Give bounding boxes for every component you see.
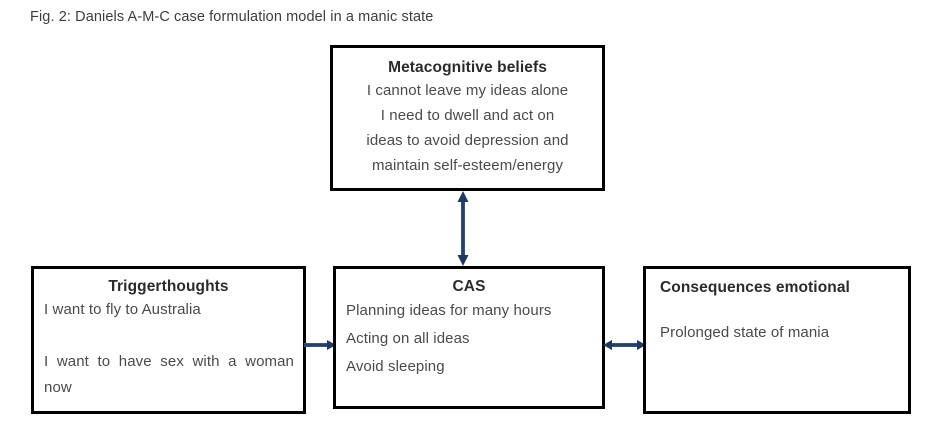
node-metacognitive-beliefs-title: Metacognitive beliefs xyxy=(388,59,547,76)
node-consequences-emotional: Consequences emotional Prolonged state o… xyxy=(643,266,911,414)
node-cas: CAS Planning ideas for many hours Acting… xyxy=(333,266,605,409)
arrow-cas-consequences-bidirectional xyxy=(603,340,646,350)
node-text-line: Avoid sleeping xyxy=(346,358,445,375)
node-text-line: Prolonged state of mania xyxy=(660,324,830,341)
node-cas-body: Planning ideas for many hours Acting on … xyxy=(336,297,602,381)
node-consequences-emotional-title: Consequences emotional xyxy=(660,279,850,296)
node-text-line: Planning ideas for many hours xyxy=(346,302,552,319)
node-text-line: I cannot leave my ideas alone xyxy=(366,82,569,99)
node-text-line: Acting on all ideas xyxy=(346,330,470,347)
node-text-line: I want to have sex with a woman now xyxy=(44,353,294,396)
node-metacognitive-beliefs-body: I cannot leave my ideas alone I need to … xyxy=(333,78,602,178)
node-text-line: maintain self-esteem/energy xyxy=(371,157,564,174)
node-trigger-thoughts-body: I want to fly to Australia I want to hav… xyxy=(34,297,303,401)
node-trigger-thoughts: Triggerthoughts I want to fly to Austral… xyxy=(31,266,306,414)
arrow-trigger-cas-forward xyxy=(304,340,336,350)
figure-caption: Fig. 2: Daniels A-M-C case formulation m… xyxy=(30,9,434,25)
node-trigger-thoughts-title: Triggerthoughts xyxy=(108,278,229,295)
node-text-line: ideas to avoid depression and xyxy=(366,132,569,149)
node-text-line: I need to dwell and act on xyxy=(380,107,555,124)
node-text-spacer xyxy=(44,323,294,349)
node-cas-title: CAS xyxy=(452,278,486,295)
node-text-line: I want to fly to Australia xyxy=(44,301,201,318)
node-consequences-emotional-body: Prolonged state of mania xyxy=(646,320,908,345)
node-metacognitive-beliefs: Metacognitive beliefs I cannot leave my … xyxy=(330,45,605,191)
arrow-metacognitive-cas-bidirectional xyxy=(457,191,469,266)
